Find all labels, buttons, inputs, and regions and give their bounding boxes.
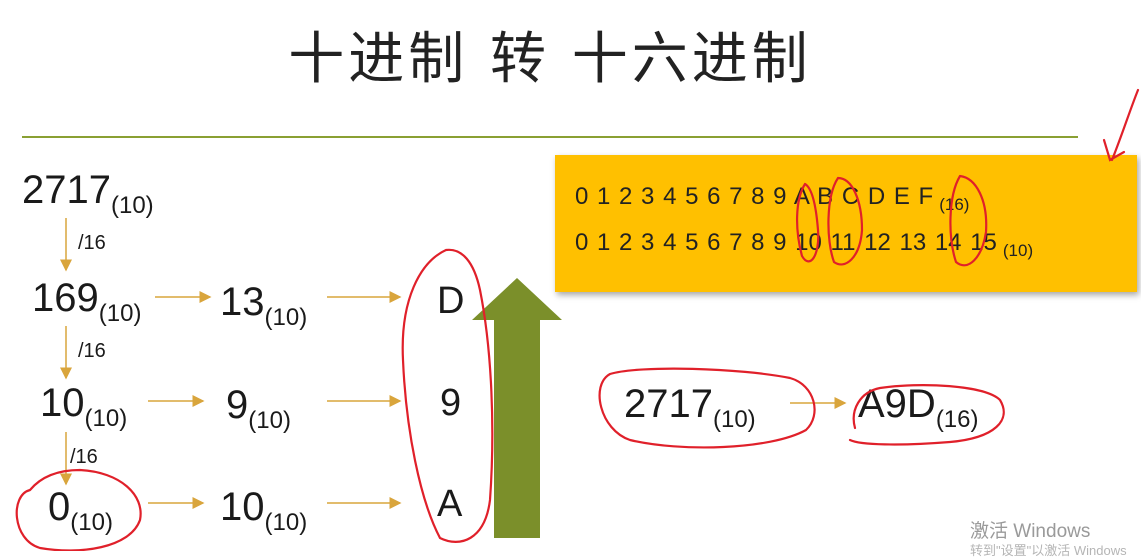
dec-digits-row: 0 1 2 3 4 5 6 7 8 9 10 11 12 13 14 15 (10… — [575, 229, 1033, 261]
hex-digit-9: 9 — [440, 382, 462, 424]
remainder-9: 9(10) — [226, 383, 291, 434]
circle-around-a9d — [848, 384, 1005, 446]
number-10: 10(10) — [40, 381, 128, 432]
circle-around-zero — [15, 468, 142, 551]
corner-arrow-head — [1102, 138, 1126, 162]
watermark-settings: 转到"设置"以激活 Windows — [970, 543, 1127, 558]
page-title: 十进制 转 十六进制 — [288, 27, 812, 92]
hex-lookup-table: 0 1 2 3 4 5 6 7 8 9 A B C D E F (16) 0 1 … — [555, 155, 1137, 292]
hex-digit-D: D — [437, 280, 465, 322]
number-0: 0(10) — [48, 485, 113, 536]
number-169: 169(10) — [32, 276, 142, 327]
hex-row-text: 0 1 2 3 4 5 6 7 8 9 A B C D E F — [575, 183, 934, 210]
divide-label-1: /16 — [78, 232, 106, 254]
big-up-arrow — [472, 278, 562, 538]
hex-digit-A: A — [437, 483, 463, 525]
hex-digits-row: 0 1 2 3 4 5 6 7 8 9 A B C D E F (16) — [575, 183, 969, 215]
circle-around-digits — [401, 248, 494, 543]
loop-D — [949, 174, 988, 267]
watermark-activate: 激活 Windows — [970, 521, 1091, 542]
dec-row-text: 0 1 2 3 4 5 6 7 8 9 10 11 12 13 14 15 — [575, 229, 997, 256]
corner-arrow-stroke — [1110, 88, 1140, 162]
remainder-10: 10(10) — [220, 485, 308, 536]
result-hex: A9D(16) — [858, 382, 979, 433]
remainder-13: 13(10) — [220, 280, 308, 331]
loop-A — [827, 176, 864, 266]
title-divider — [22, 136, 1078, 138]
divide-label-3: /16 — [70, 446, 98, 468]
result-decimal: 2717(10) — [624, 382, 756, 433]
loop-9 — [795, 182, 820, 263]
circle-around-2717 — [598, 367, 816, 449]
number-2717: 2717(10) — [22, 168, 154, 219]
hex-row-suffix: (16) — [939, 195, 970, 214]
divide-label-2: /16 — [78, 340, 106, 362]
dec-row-suffix: (10) — [1002, 241, 1034, 260]
